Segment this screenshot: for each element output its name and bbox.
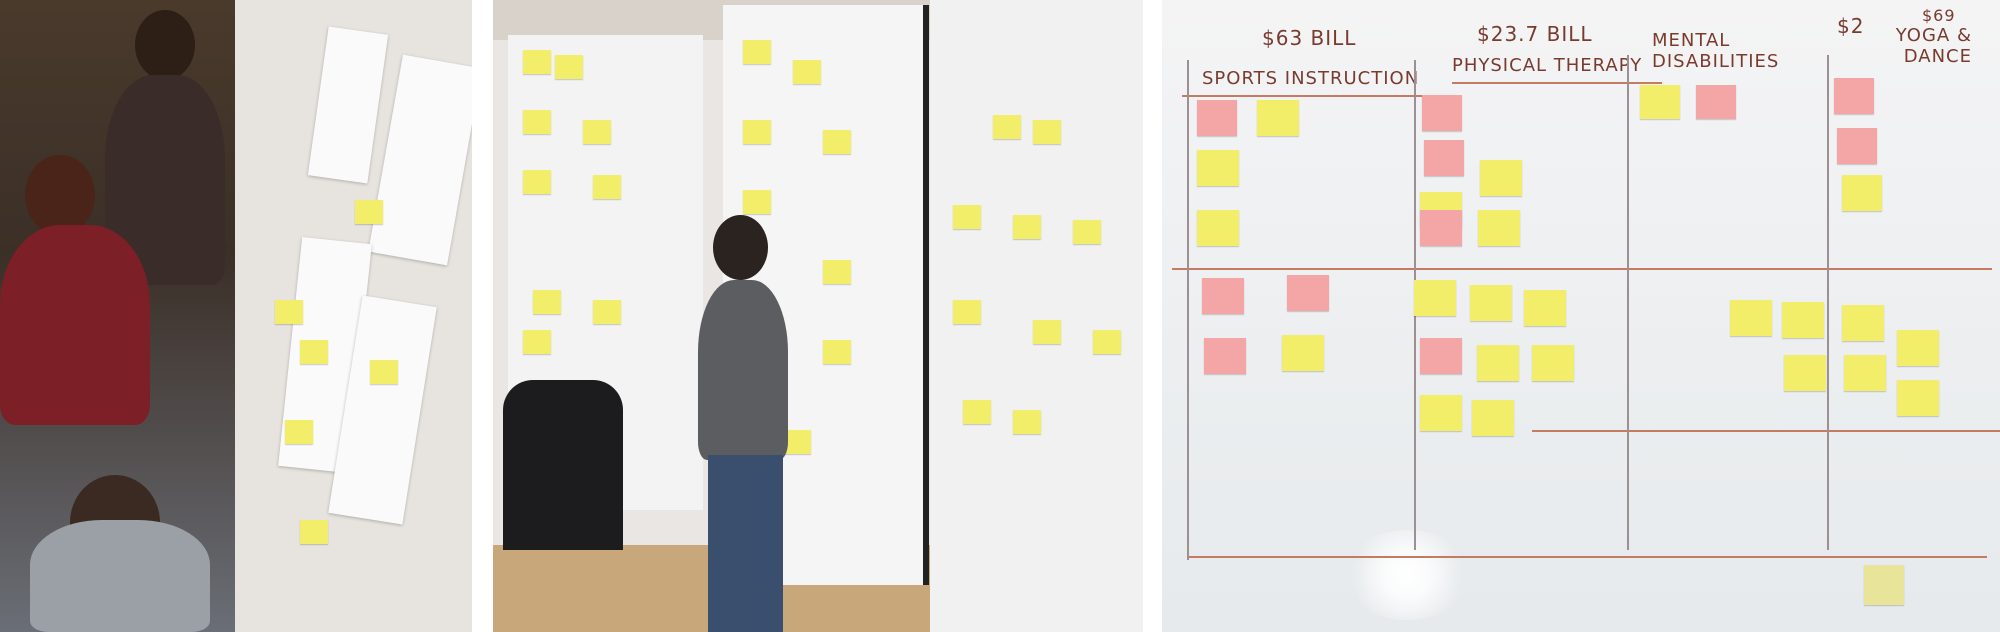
sticky-note	[300, 520, 328, 544]
sticky-note	[1202, 278, 1244, 314]
sticky-note	[963, 400, 991, 424]
sticky-note	[1470, 285, 1512, 321]
sticky-note	[1420, 395, 1462, 431]
sticky-note	[1897, 330, 1939, 366]
sticky-note	[523, 170, 551, 194]
sticky-note	[793, 60, 821, 84]
sticky-note	[743, 40, 771, 64]
sticky-note	[533, 290, 561, 314]
bill-label: $2	[1837, 14, 1865, 38]
sticky-note	[1478, 210, 1520, 246]
sticky-note	[593, 300, 621, 324]
column-heading: YOGA & DANCE	[1895, 25, 1972, 67]
sticky-note	[1477, 345, 1519, 381]
sticky-note	[285, 420, 313, 444]
column-divider	[1627, 55, 1629, 550]
column-divider	[1187, 60, 1189, 560]
sticky-note	[1524, 290, 1566, 326]
sticky-note	[1414, 280, 1456, 316]
sticky-note	[1837, 128, 1877, 164]
sticky-note	[1532, 345, 1574, 381]
sticky-note	[1073, 220, 1101, 244]
horizontal-divider	[1172, 268, 1992, 270]
sticky-note	[1013, 410, 1041, 434]
sticky-note	[1282, 335, 1324, 371]
sticky-note	[1897, 380, 1939, 416]
sticky-note	[953, 205, 981, 229]
sticky-note	[1033, 320, 1061, 344]
bill-label: $23.7 BILL	[1477, 22, 1593, 46]
person-head	[713, 215, 768, 280]
bottom-border	[1187, 556, 1987, 558]
person-head	[135, 10, 195, 80]
sticky-note	[1033, 120, 1061, 144]
column-heading: SPORTS INSTRUCTION	[1202, 68, 1420, 89]
sticky-note	[1197, 210, 1239, 246]
sticky-note	[1472, 400, 1514, 436]
student-in-red-sweater	[0, 225, 150, 425]
sticky-note	[1197, 100, 1237, 136]
sticky-note	[523, 50, 551, 74]
jeans	[708, 455, 783, 632]
kneeling-student	[30, 520, 210, 632]
sticky-note	[1842, 175, 1882, 211]
bill-label: $69	[1922, 6, 1956, 25]
student-in-gray-hoodie	[698, 280, 788, 460]
sticky-note	[1257, 100, 1299, 136]
sticky-note	[1864, 565, 1904, 605]
sticky-note	[1480, 160, 1522, 196]
sticky-note	[1422, 95, 1462, 131]
sticky-note	[823, 340, 851, 364]
jacket-on-chair	[503, 380, 623, 550]
column-heading: PHYSICAL THERAPY	[1452, 55, 1643, 76]
sticky-note	[1784, 355, 1826, 391]
photo-whiteboard: $63 BILL $23.7 BILL $2 $69 SPORTS INSTRU…	[1162, 0, 2000, 632]
sticky-note	[743, 120, 771, 144]
sticky-note	[1730, 300, 1772, 336]
sticky-note	[275, 300, 303, 324]
sticky-note	[1834, 78, 1874, 114]
person-head	[25, 155, 95, 235]
sticky-note	[300, 340, 328, 364]
sticky-note	[1696, 85, 1736, 119]
sticky-note	[1093, 330, 1121, 354]
sticky-note	[355, 200, 383, 224]
sticky-note	[823, 260, 851, 284]
sticky-note	[1782, 302, 1824, 338]
sticky-note	[523, 110, 551, 134]
sticky-note	[1013, 215, 1041, 239]
arrow-line	[1532, 430, 2000, 432]
sticky-note	[583, 120, 611, 144]
sticky-note	[1287, 275, 1329, 311]
sticky-note	[1640, 85, 1680, 119]
underline	[1452, 82, 1662, 84]
sticky-note	[953, 300, 981, 324]
sticky-note	[1420, 210, 1462, 246]
sticky-note	[523, 330, 551, 354]
sticky-note	[993, 115, 1021, 139]
sticky-note	[370, 360, 398, 384]
sticky-note	[1204, 338, 1246, 374]
sticky-note	[743, 190, 771, 214]
sticky-note	[555, 55, 583, 79]
photo-student-viewing-boards	[493, 0, 1143, 632]
column-heading: MENTAL DISABILITIES	[1652, 30, 1780, 72]
sticky-note	[1842, 305, 1884, 341]
sticky-note	[1420, 338, 1462, 374]
underline	[1182, 95, 1422, 97]
bill-label: $63 BILL	[1262, 26, 1357, 50]
light-glare	[1342, 530, 1472, 620]
sticky-note	[823, 130, 851, 154]
sticky-note	[1197, 150, 1239, 186]
sticky-note	[1844, 355, 1886, 391]
column-divider	[1827, 55, 1829, 550]
photo-students-at-wall	[0, 0, 472, 632]
sticky-note	[1424, 140, 1464, 176]
sticky-note	[593, 175, 621, 199]
